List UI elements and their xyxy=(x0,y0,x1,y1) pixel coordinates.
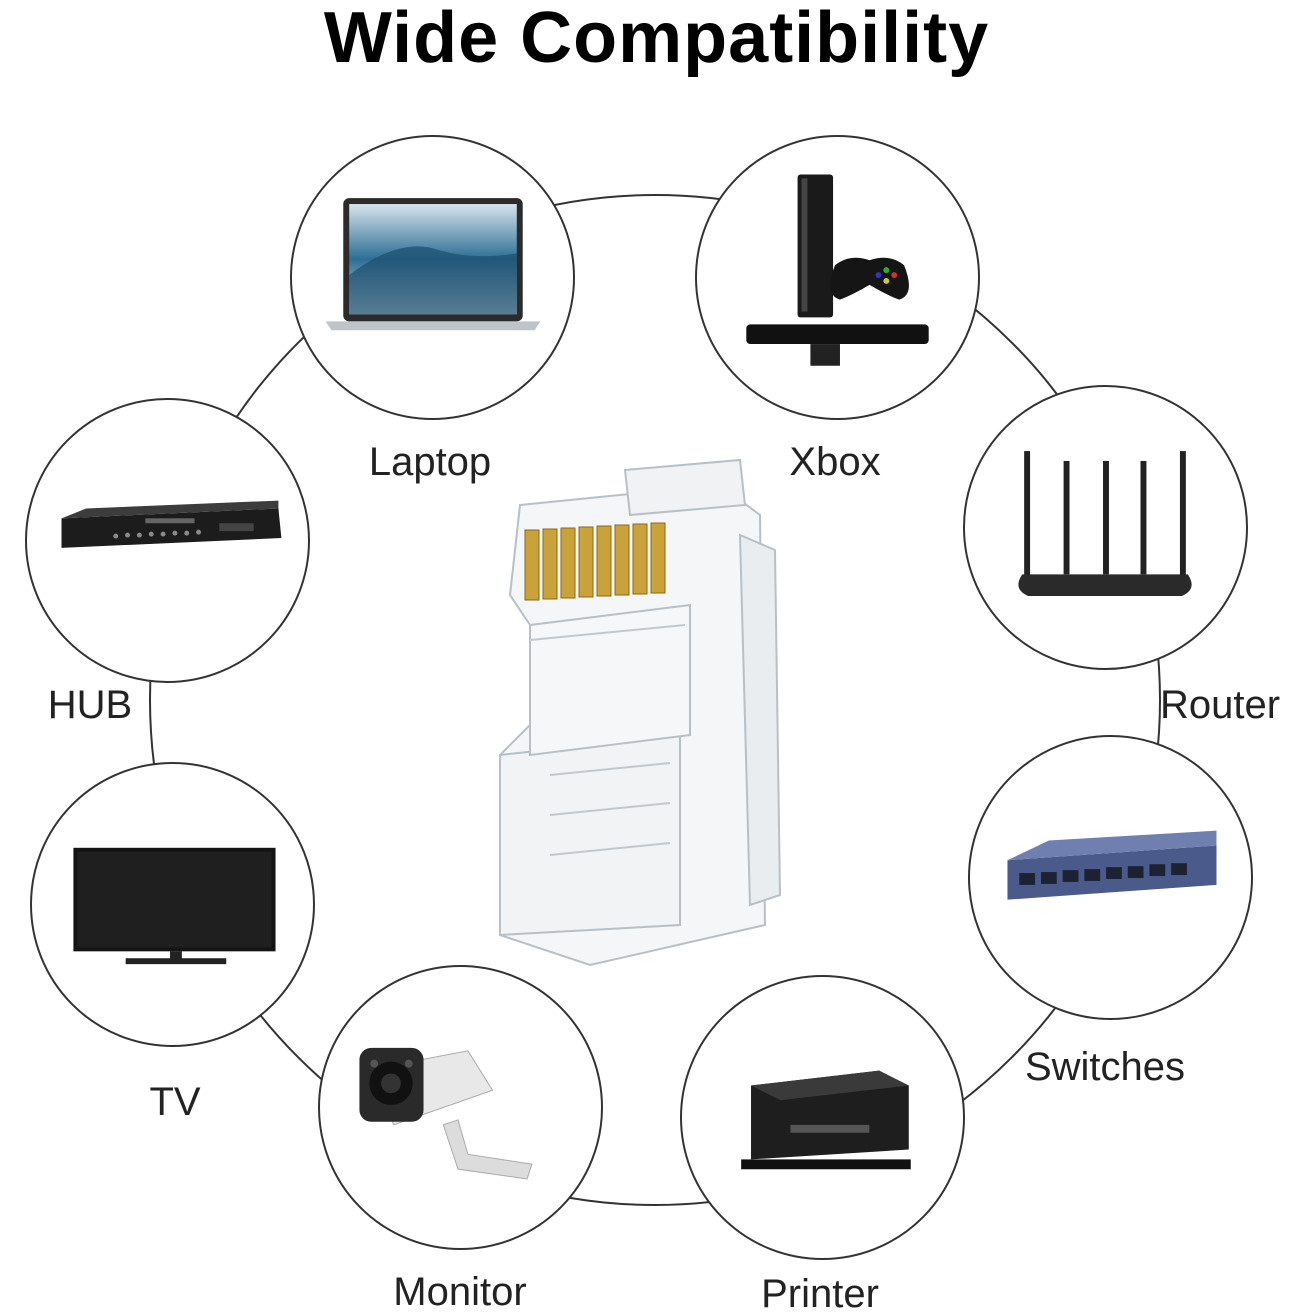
printer-icon xyxy=(741,1070,911,1170)
tv-label: TV xyxy=(149,1080,201,1124)
laptop-bubble xyxy=(290,135,575,420)
xbox-label: Xbox xyxy=(789,440,881,484)
tv-icon xyxy=(73,847,276,965)
laptop-label: Laptop xyxy=(368,440,492,484)
router-icon xyxy=(1018,451,1192,597)
security-camera-icon xyxy=(359,1047,533,1180)
xbox-bubble xyxy=(695,135,980,420)
printer-bubble xyxy=(680,975,965,1260)
page-title: Wide Compatibility xyxy=(323,0,990,78)
router-bubble xyxy=(963,385,1248,670)
rj45-connector-icon xyxy=(499,458,782,967)
hub-bubble xyxy=(25,398,310,683)
hub-label: HUB xyxy=(47,683,133,727)
xbox-console-icon xyxy=(746,174,929,366)
monitor-label: Monitor xyxy=(393,1270,527,1313)
router-label: Router xyxy=(1159,683,1281,727)
hub-icon xyxy=(61,500,282,548)
tv-bubble xyxy=(30,762,315,1047)
network-switch-icon xyxy=(1007,830,1217,900)
laptop-icon xyxy=(325,198,541,331)
monitor-bubble xyxy=(318,965,603,1250)
switches-bubble xyxy=(968,735,1253,1020)
printer-label: Printer xyxy=(761,1272,879,1313)
switches-label: Switches xyxy=(1024,1045,1186,1089)
